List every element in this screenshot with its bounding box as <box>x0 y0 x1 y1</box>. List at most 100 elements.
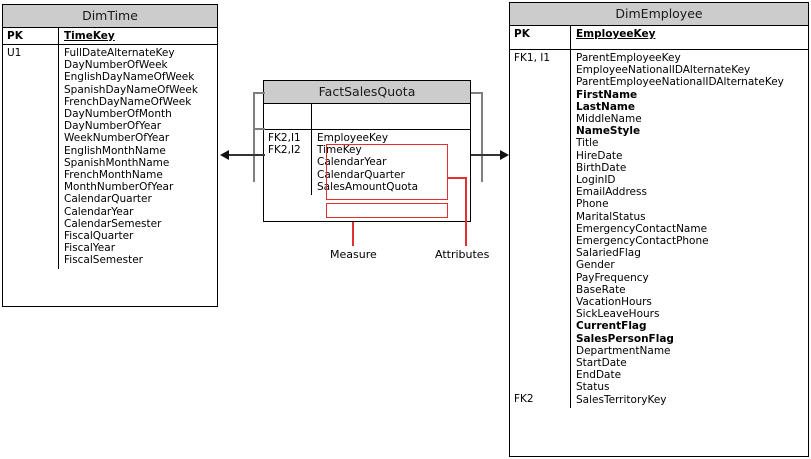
entity-dim-time[interactable]: DimTime PK TimeKey U1 FullDateAlternateK… <box>2 4 218 307</box>
dim-emp-key-label-fk1: FK1, I1 <box>514 52 551 64</box>
dim-time-pk-row: PK TimeKey <box>3 28 217 45</box>
entity-dim-employee[interactable]: DimEmployee PK EmployeeKey FK1, I1 FK2 P… <box>509 2 809 457</box>
attributes-leader-vertical <box>465 177 467 246</box>
arrowhead-to-dim-time <box>220 150 229 160</box>
dim-emp-key-spacer <box>514 223 570 235</box>
dim-emp-field: ParentEmployeeKey <box>576 52 681 64</box>
dim-emp-field: SalesTerritoryKey <box>576 393 667 406</box>
dim-time-field: DayNumberOfMonth <box>64 108 172 121</box>
dim-emp-key-spacer <box>514 271 570 283</box>
relationship-line-fact-to-employee <box>471 154 503 156</box>
fact-attribute-field: TimeKey <box>317 144 362 157</box>
dim-emp-key-spacer <box>514 162 570 174</box>
dim-emp-key-spacer <box>514 369 570 381</box>
dim-emp-field: MiddleName <box>576 113 642 126</box>
dim-time-field: EnglishMonthName <box>64 144 166 157</box>
dim-emp-key-spacer <box>514 332 570 344</box>
entity-title-fact-sales-quota: FactSalesQuota <box>264 81 470 104</box>
dim-emp-key-spacer <box>514 150 570 162</box>
dim-emp-key-spacer <box>514 101 570 113</box>
dim-emp-field: StartDate <box>576 357 627 370</box>
fact-pk-field-cell <box>312 104 470 129</box>
dim-emp-field: HireDate <box>576 149 623 162</box>
dim-emp-field: Status <box>576 381 610 394</box>
fact-key-labels: FK2,I1 FK2,I2 <box>264 130 312 196</box>
dim-emp-field: CurrentFlag <box>576 320 647 333</box>
dim-emp-field: DepartmentName <box>576 344 671 357</box>
dim-emp-field: EmailAddress <box>576 186 647 199</box>
dim-emp-field: FirstName <box>576 88 638 101</box>
fact-attribute-field: CalendarQuarter <box>317 168 405 181</box>
dim-time-field: SpanishMonthName <box>64 156 170 169</box>
dim-emp-field: BirthDate <box>576 161 627 174</box>
fact-pk-row <box>264 104 470 130</box>
dim-emp-key-label-fk2: FK2 <box>514 393 534 406</box>
fact-attribute-field: CalendarYear <box>317 156 387 169</box>
dim-emp-pk-field-cell: EmployeeKey <box>571 26 808 49</box>
dim-emp-field: VacationHours <box>576 296 652 309</box>
dim-emp-field: BaseRate <box>576 283 626 296</box>
dim-time-key-label: U1 <box>7 47 22 59</box>
dim-emp-key-spacer <box>514 210 570 222</box>
dim-emp-field: Phone <box>576 198 609 211</box>
connector-vertical-left <box>253 92 255 182</box>
dim-emp-field: MaritalStatus <box>576 210 646 223</box>
dim-emp-key-spacer <box>514 296 570 308</box>
dim-emp-pk-field: EmployeeKey <box>576 28 656 40</box>
dim-emp-field: ParentEmployeeNationalIDAlternateKey <box>576 76 784 89</box>
dim-emp-pk-row: PK EmployeeKey <box>510 26 808 50</box>
dim-emp-key-spacer <box>514 345 570 357</box>
dim-time-pk-label-cell: PK <box>3 28 59 44</box>
dim-emp-key-spacer <box>514 125 570 137</box>
dim-emp-field: PayFrequency <box>576 271 649 284</box>
fact-attribute-field: EmployeeKey <box>317 132 389 144</box>
fact-key-label-2: FK2,I2 <box>268 144 301 157</box>
connector-stub-top-left <box>253 92 265 94</box>
dim-emp-key-spacer <box>514 357 570 369</box>
dim-emp-key-labels: FK1, I1 FK2 <box>510 50 571 408</box>
dim-emp-field: EmergencyContactName <box>576 222 708 235</box>
dim-emp-key-spacer <box>514 198 570 210</box>
dim-emp-field: NameStyle <box>576 125 641 138</box>
dim-time-field: CalendarYear <box>64 205 134 218</box>
measure-leader-line <box>352 222 354 246</box>
dim-emp-key-spacer <box>514 64 570 76</box>
fact-measure-field: SalesAmountQuota <box>317 180 419 193</box>
dim-time-field: FrenchMonthName <box>64 169 163 182</box>
dim-time-field: FullDateAlternateKey <box>64 47 175 59</box>
dim-time-pk-field-cell: TimeKey <box>59 28 217 44</box>
dim-time-field: CalendarSemester <box>64 217 162 230</box>
dim-emp-field: Title <box>576 137 599 150</box>
entity-fact-sales-quota[interactable]: FactSalesQuota FK2,I1 FK2,I2 EmployeeKey… <box>263 80 471 222</box>
dim-time-field: FiscalQuarter <box>64 230 134 243</box>
dim-time-field: FiscalYear <box>64 242 116 255</box>
dim-emp-key-spacer <box>514 381 570 393</box>
connector-stub-mid-left <box>253 128 265 130</box>
relationship-line-time-to-fact <box>229 154 265 156</box>
dim-emp-key-spacer <box>514 320 570 332</box>
measure-highlight-box <box>326 203 448 218</box>
arrowhead-to-dim-employee <box>500 150 509 160</box>
dim-time-field: DayNumberOfYear <box>64 120 162 133</box>
dim-time-field: WeekNumberOfYear <box>64 132 170 145</box>
dim-time-field: CalendarQuarter <box>64 193 152 206</box>
dim-emp-key-spacer <box>514 113 570 125</box>
dim-emp-key-spacer <box>514 247 570 259</box>
dim-emp-pk-label-cell: PK <box>510 26 571 49</box>
dim-time-field: FrenchDayNameOfWeek <box>64 95 192 108</box>
fact-key-label-1: FK2,I1 <box>268 132 301 144</box>
dim-time-field: SpanishDayNameOfWeek <box>64 83 198 96</box>
dim-emp-field: EmployeeNationalIDAlternateKey <box>576 64 751 77</box>
attributes-annotation-label: Attributes <box>435 248 490 261</box>
entity-title-dim-employee: DimEmployee <box>510 3 808 26</box>
dim-emp-field: SalariedFlag <box>576 247 641 260</box>
attributes-leader-horizontal <box>448 177 467 179</box>
dim-time-field: DayNumberOfWeek <box>64 59 168 72</box>
dim-emp-key-spacer <box>514 308 570 320</box>
dim-time-field: EnglishDayNameOfWeek <box>64 71 195 84</box>
dim-emp-field: LastName <box>576 100 635 113</box>
